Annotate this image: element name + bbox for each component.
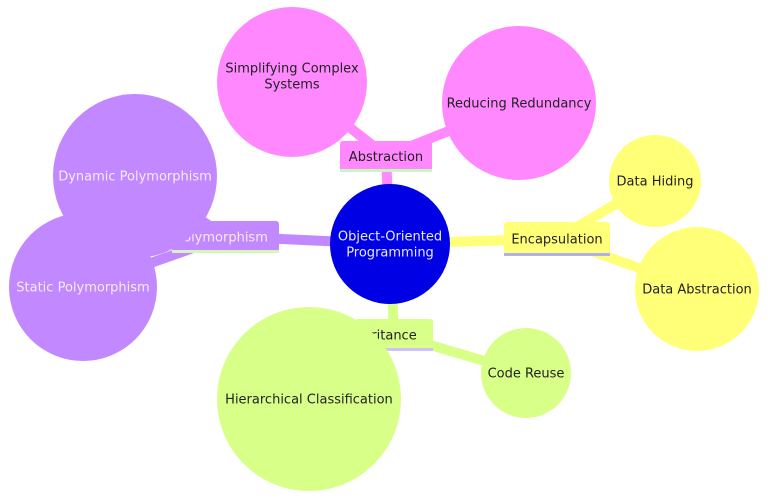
leaf-label-dynamic-line: Dynamic Polymorphism xyxy=(58,170,212,185)
branch-box-encapsulation xyxy=(504,222,610,255)
leaf-circle-code-reuse xyxy=(481,328,571,418)
leaf-label-code-reuse-line: Code Reuse xyxy=(488,367,565,382)
branch-label-abstraction: Abstraction xyxy=(349,150,423,165)
branch-underline-encapsulation xyxy=(504,253,610,256)
branch-box-polymorphism xyxy=(172,221,279,252)
leaf-circle-static xyxy=(9,213,157,361)
leaf-label-code-reuse: Code Reuse xyxy=(488,367,565,382)
leaf-label-reducing-line: Reducing Redundancy xyxy=(447,97,592,112)
leaf-circle-reducing xyxy=(442,26,596,180)
root-label-line: Programming xyxy=(346,246,434,261)
leaf-circle-data-abstraction xyxy=(635,227,759,351)
leaf-node-code-reuse: Code Reuse xyxy=(481,328,571,418)
leaf-label-static-line: Static Polymorphism xyxy=(16,281,149,296)
leaf-label-data-abstraction: Data Abstraction xyxy=(642,283,752,298)
root-circle xyxy=(330,184,450,304)
branch-label-encapsulation: Encapsulation xyxy=(511,233,602,248)
leaf-node-data-abstraction: Data Abstraction xyxy=(635,227,759,351)
leaf-node-reducing: Reducing Redundancy xyxy=(442,26,596,180)
leaf-node-static: Static Polymorphism xyxy=(9,213,157,361)
leaf-label-data-hiding-line: Data Hiding xyxy=(617,175,694,190)
branch-label-polymorphism: olymorphism xyxy=(183,231,268,246)
leaf-label-static: Static Polymorphism xyxy=(16,281,149,296)
branch-underline-abstraction xyxy=(340,169,432,172)
branch-box-abstraction xyxy=(340,141,432,171)
branch-underline-polymorphism xyxy=(172,250,279,253)
leaf-node-data-hiding: Data Hiding xyxy=(609,135,701,227)
root-label-line: Object-Oriented xyxy=(338,230,442,245)
leaf-label-data-hiding: Data Hiding xyxy=(617,175,694,190)
leaf-label-simplifying-line: Systems xyxy=(264,78,319,93)
leaf-circle-data-hiding xyxy=(609,135,701,227)
branch-underline-inheritance xyxy=(355,348,433,351)
leaf-label-reducing: Reducing Redundancy xyxy=(447,97,592,112)
branch-node-encapsulation: Encapsulation xyxy=(504,222,610,256)
leaf-node-hierarchical: Hierarchical Classification xyxy=(217,307,401,491)
branch-node-polymorphism: olymorphism xyxy=(172,221,279,253)
leaf-label-dynamic: Dynamic Polymorphism xyxy=(58,170,212,185)
leaf-circle-hierarchical xyxy=(217,307,401,491)
leaf-label-hierarchical-line: Hierarchical Classification xyxy=(225,393,393,408)
leaf-label-hierarchical: Hierarchical Classification xyxy=(225,393,393,408)
branch-label-inheritance: ritance xyxy=(371,329,416,344)
branch-node-abstraction: Abstraction xyxy=(340,141,432,172)
leaf-label-simplifying-line: Simplifying Complex xyxy=(225,62,359,77)
leaf-label-data-abstraction-line: Data Abstraction xyxy=(642,283,752,298)
leaf-circle-simplifying xyxy=(217,7,367,157)
